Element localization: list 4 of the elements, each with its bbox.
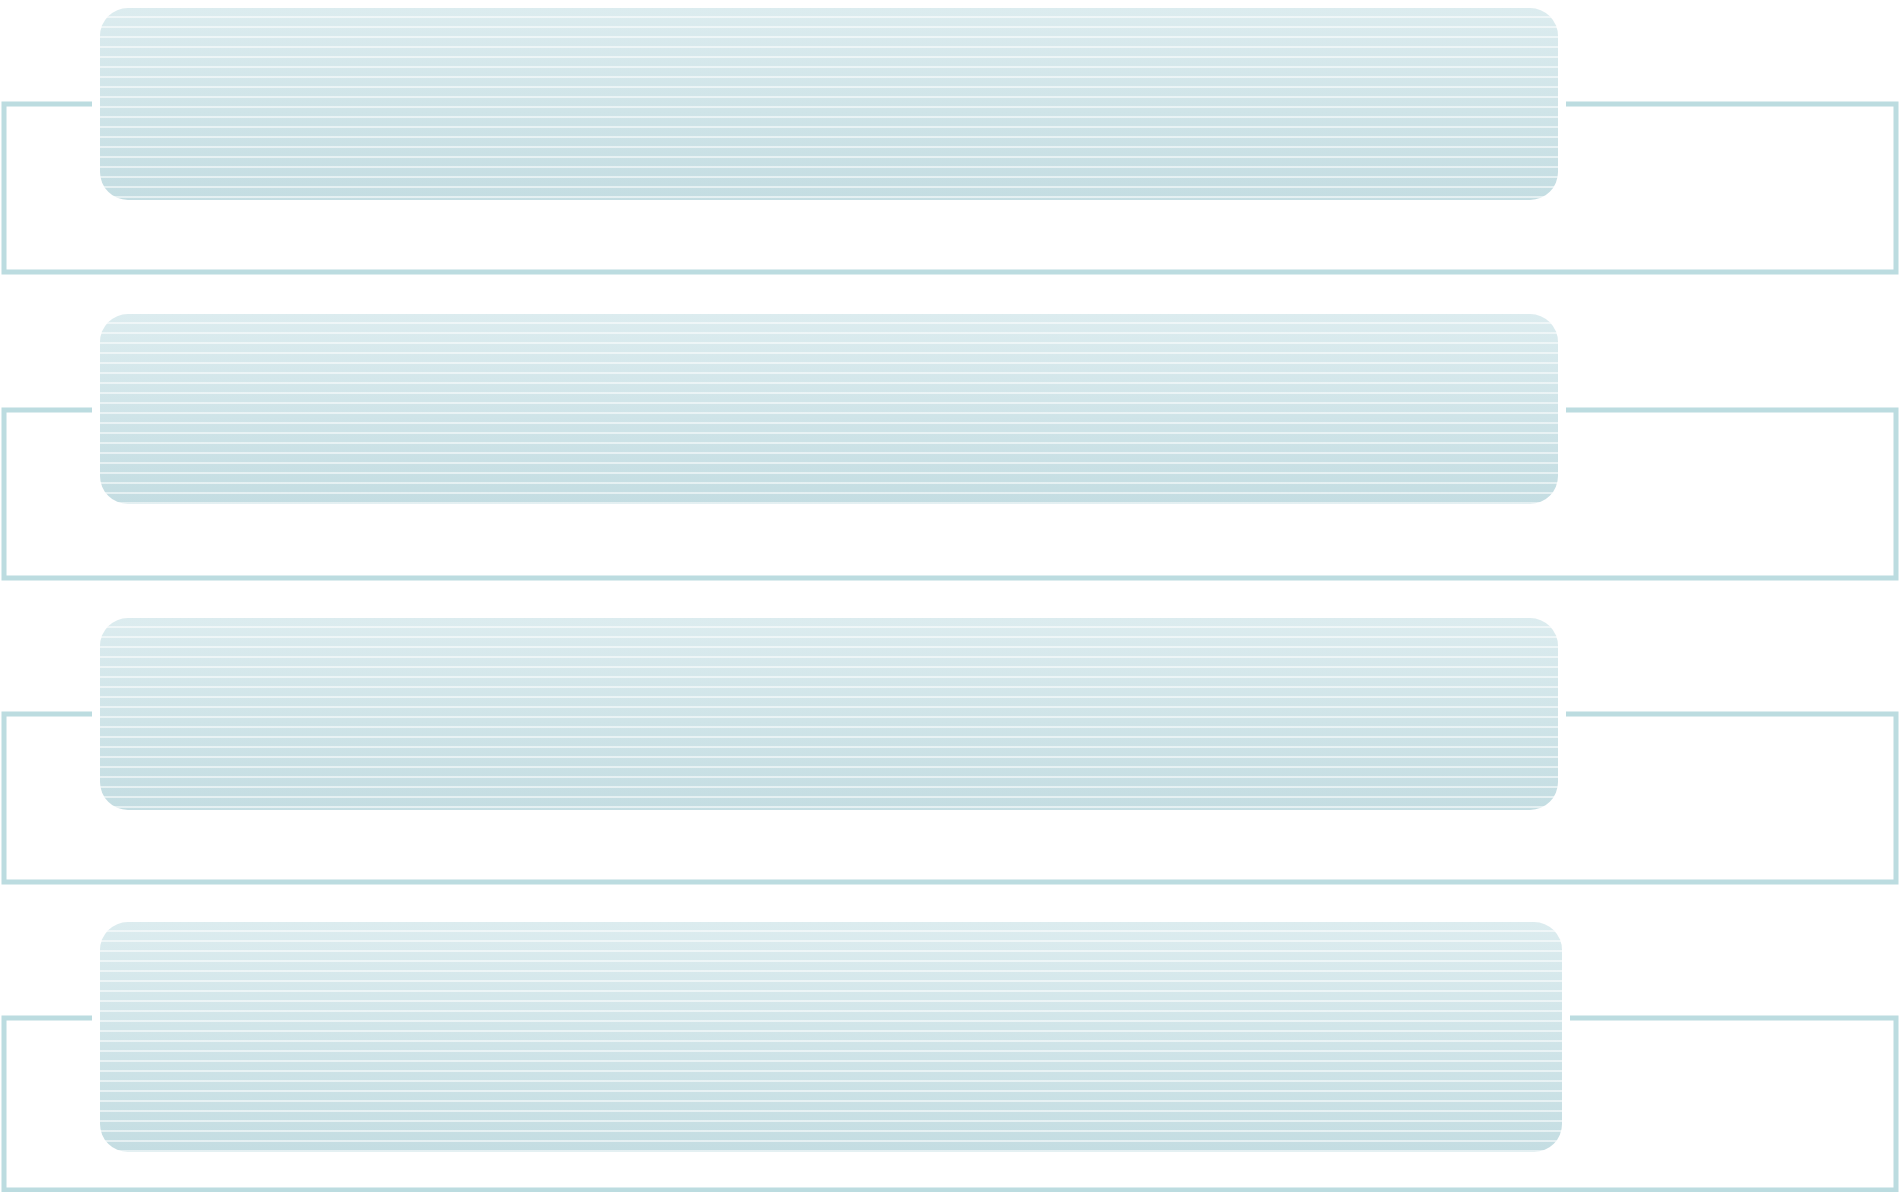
- rounded-box: [100, 8, 1558, 200]
- rounded-box: [100, 314, 1558, 504]
- rounded-box: [100, 618, 1558, 810]
- rounded-box: [100, 922, 1562, 1152]
